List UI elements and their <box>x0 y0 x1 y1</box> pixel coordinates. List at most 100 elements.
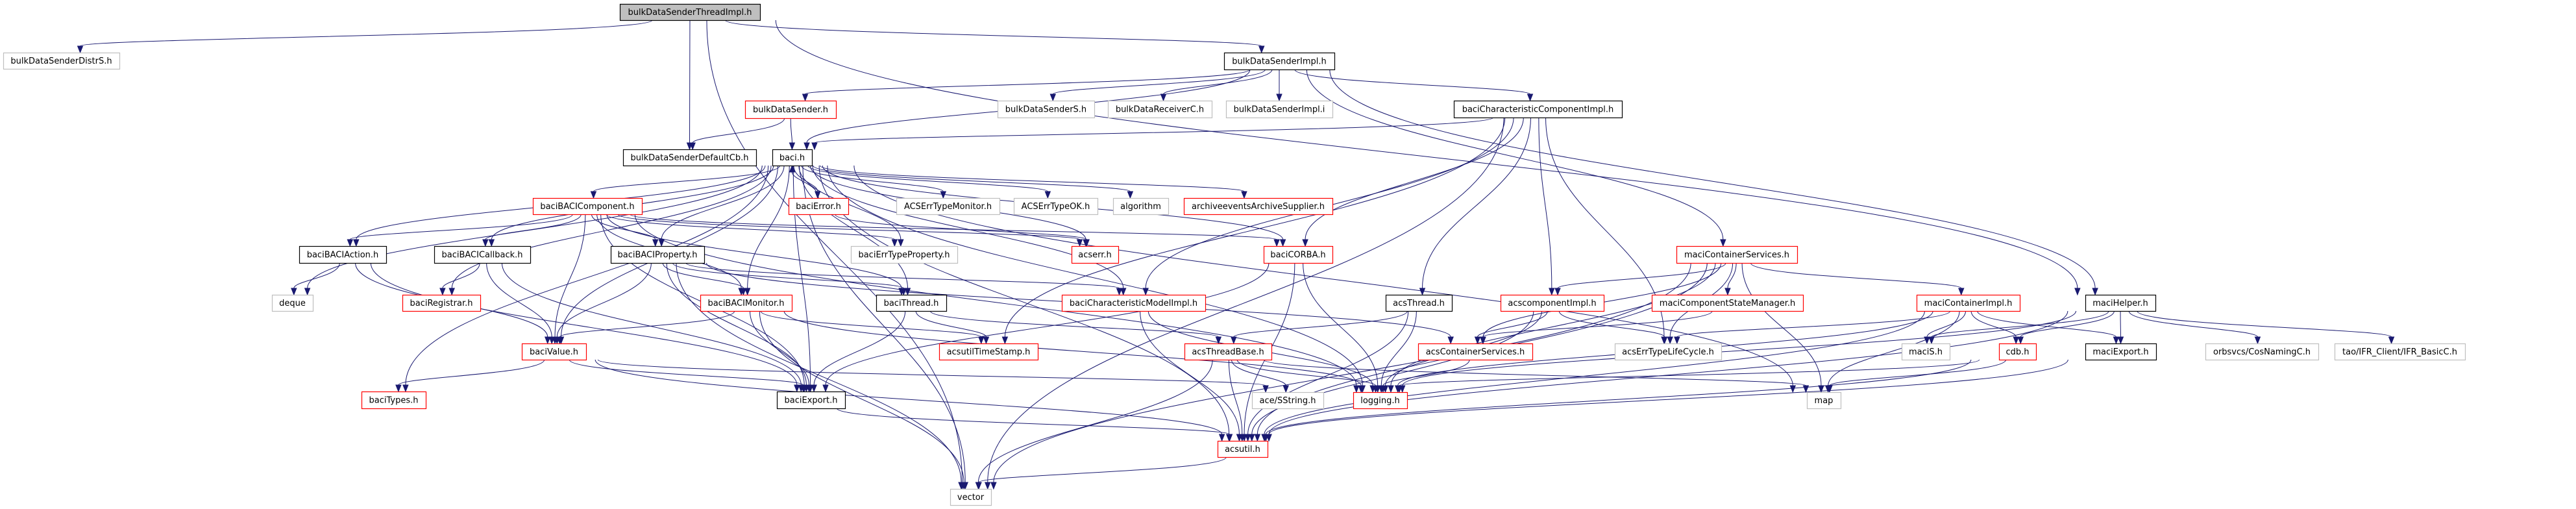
node-bulkdatasender-h[interactable]: bulkDataSender.h <box>744 100 837 119</box>
node-macicomponentstatemanager-h[interactable]: maciComponentStateManager.h <box>1651 294 1804 312</box>
edge-maciexport-h-to-acsutil-h <box>1266 359 2068 442</box>
arrowhead-icon <box>1273 239 1280 247</box>
edge-line <box>676 262 962 483</box>
edge-line <box>1390 262 1716 386</box>
node-macihelper-h[interactable]: maciHelper.h <box>2085 294 2157 312</box>
node-bacibacicomponent-h[interactable]: baciBACIComponent.h <box>532 197 643 216</box>
node-label: baciBACIProperty.h <box>618 251 698 260</box>
node-bacithread-h[interactable]: baciThread.h <box>876 294 948 312</box>
node-bulkdatasenderimpl-h[interactable]: bulkDataSenderImpl.h <box>1223 52 1336 71</box>
node-bacicharacteristiccomponentimpl-h[interactable]: baciCharacteristicComponentImpl.h <box>1453 100 1623 119</box>
edge-bulkdatasenderimpl-h-to-bulkdatasenderimpl-i <box>1276 69 1282 102</box>
node-baciexport-h[interactable]: baciExport.h <box>776 391 846 410</box>
node-acsthread-h[interactable]: acsThread.h <box>1385 294 1453 312</box>
node-box <box>2085 343 2157 361</box>
node-label: baciBACIMonitor.h <box>707 299 784 308</box>
node-maciexport-h[interactable]: maciExport.h <box>2085 343 2157 361</box>
edge-line <box>1829 359 2007 386</box>
node-macicontainerservices-h[interactable]: maciContainerServices.h <box>1676 245 1798 264</box>
node-acsutil-h[interactable]: acsutil.h <box>1217 440 1269 458</box>
edge-bacibacicallback-h-to-baciexport-h <box>501 262 805 393</box>
node-acserrtypeok-h: ACSErrTypeOK.h <box>1013 197 1099 216</box>
arrowhead-icon <box>2113 336 2120 345</box>
node-label: baciTypes.h <box>369 396 419 406</box>
edge-bacicharacteristiccomponentimpl-h-to-acsthread-h <box>1419 117 1531 296</box>
node-vector: vector <box>950 488 992 506</box>
edge-line <box>405 165 769 386</box>
edge-line <box>1741 262 1822 386</box>
edge-line <box>977 359 1213 483</box>
node-label: baciBACICallback.h <box>441 251 522 260</box>
arrowhead-icon <box>1127 191 1134 199</box>
node-bacibacimonitor-h[interactable]: baciBACIMonitor.h <box>700 294 793 312</box>
node-box <box>434 245 532 264</box>
edge-line <box>606 214 902 289</box>
edge-line <box>662 262 744 289</box>
edge-baci-h-to-archiveeventsarchivesupplier-h <box>820 165 1247 199</box>
arrowhead-icon <box>1527 93 1534 102</box>
arrowhead-icon <box>2254 336 2261 345</box>
edge-line <box>1247 310 1409 435</box>
edge-line <box>790 118 792 143</box>
node-label: ace/SString.h <box>1260 396 1316 406</box>
arrowhead-icon <box>2017 336 2024 345</box>
node-acsthreadbase-h[interactable]: acsThreadBase.h <box>1184 343 1273 361</box>
node-box <box>1183 197 1334 216</box>
node-acscontainerservices-h[interactable]: acsContainerServices.h <box>1417 343 1534 361</box>
edge-baci-h-to-bacicharacteristicmodelimpl-h <box>812 165 1127 296</box>
node-label: bulkDataSenderS.h <box>1005 105 1086 115</box>
node-label: archiveeventsArchiveSupplier.h <box>1192 202 1325 212</box>
node-bacicharacteristicmodelimpl-h[interactable]: baciCharacteristicModelImpl.h <box>1061 294 1207 312</box>
node-bacitypes-h[interactable]: baciTypes.h <box>361 391 427 410</box>
node-label: baciBACIAction.h <box>307 251 379 260</box>
node-box <box>772 149 813 167</box>
node-cdb-h[interactable]: cdb.h <box>1998 343 2037 361</box>
node-bacibaciaction-h[interactable]: baciBACIAction.h <box>299 245 387 264</box>
edge-line <box>692 118 785 143</box>
node-box <box>1107 100 1213 119</box>
node-label: acsThread.h <box>1393 299 1445 308</box>
edge-line <box>1727 262 1737 289</box>
node-bacivalue-h[interactable]: baciValue.h <box>521 343 587 361</box>
edge-macicontainerservices-h-to-macicontainerimpl-h <box>1750 262 1965 296</box>
edge-baci-h-to-bacithread-h <box>799 165 911 296</box>
node-acserr-h[interactable]: acserr.h <box>1071 245 1120 264</box>
node-acscomponentimpl-h[interactable]: acscomponentImpl.h <box>1500 294 1605 312</box>
node-acsutiltimestamp-h[interactable]: acsutilTimeStamp.h <box>938 343 1039 361</box>
node-label: maciContainerServices.h <box>1684 251 1789 260</box>
edge-line <box>1294 69 1531 95</box>
edge-line <box>801 165 944 192</box>
edge-macihelper-h-to-maciexport-h <box>2117 310 2124 345</box>
node-archiveeventsarchivesupplier-h[interactable]: archiveeventsArchiveSupplier.h <box>1183 197 1334 216</box>
node-bulkdatasenderthreadimpl-h[interactable]: bulkDataSenderThreadImpl.h <box>619 3 761 21</box>
node-bacibaciproperty-h[interactable]: baciBACIProperty.h <box>610 245 705 264</box>
node-bacicorba-h[interactable]: baciCORBA.h <box>1263 245 1334 264</box>
node-baciregistrar-h[interactable]: baciRegistrar.h <box>402 294 482 312</box>
arrowhead-icon <box>940 191 947 199</box>
node-macicontainerimpl-h[interactable]: maciContainerImpl.h <box>1916 294 2021 312</box>
node-baci-h[interactable]: baci.h <box>772 149 813 167</box>
edge-line <box>1251 310 1534 435</box>
node-bacierrtypeproperty-h: baciErrTypeProperty.h <box>850 245 959 264</box>
edge-bulkdatasenderimpl-h-to-bulkdatasender-h <box>802 69 1251 102</box>
edge-bacicharacteristiccomponentimpl-h-to-vector <box>984 117 1504 490</box>
node-acserrtypelifecycle-h: acsErrTypeLifeCycle.h <box>1614 343 1723 361</box>
node-label: acserr.h <box>1078 251 1112 260</box>
arrowhead-icon <box>448 288 455 296</box>
node-box <box>1500 294 1605 312</box>
node-logging-h[interactable]: logging.h <box>1353 391 1408 410</box>
arrowhead-icon <box>1958 288 1965 296</box>
node-box <box>1353 391 1408 410</box>
node-bulkdatasenderdefaultcb-h[interactable]: bulkDataSenderDefaultCb.h <box>622 149 757 167</box>
arrowhead-icon <box>1720 239 1726 247</box>
edge-bacicorba-h-to-baciexport-h <box>822 262 1270 393</box>
edge-acsthreadbase-h-to-logging-h <box>1236 359 1379 393</box>
arrowhead-icon <box>822 384 829 393</box>
edge-line <box>1303 262 1379 386</box>
node-map: map <box>1806 391 1842 410</box>
node-bacibacicallback-h[interactable]: baciBACICallback.h <box>434 245 532 264</box>
node-bacierror-h[interactable]: baciError.h <box>788 197 850 216</box>
arrowhead-icon <box>1076 239 1083 247</box>
arrowhead-icon <box>1380 385 1386 393</box>
edge-line <box>987 117 1504 483</box>
